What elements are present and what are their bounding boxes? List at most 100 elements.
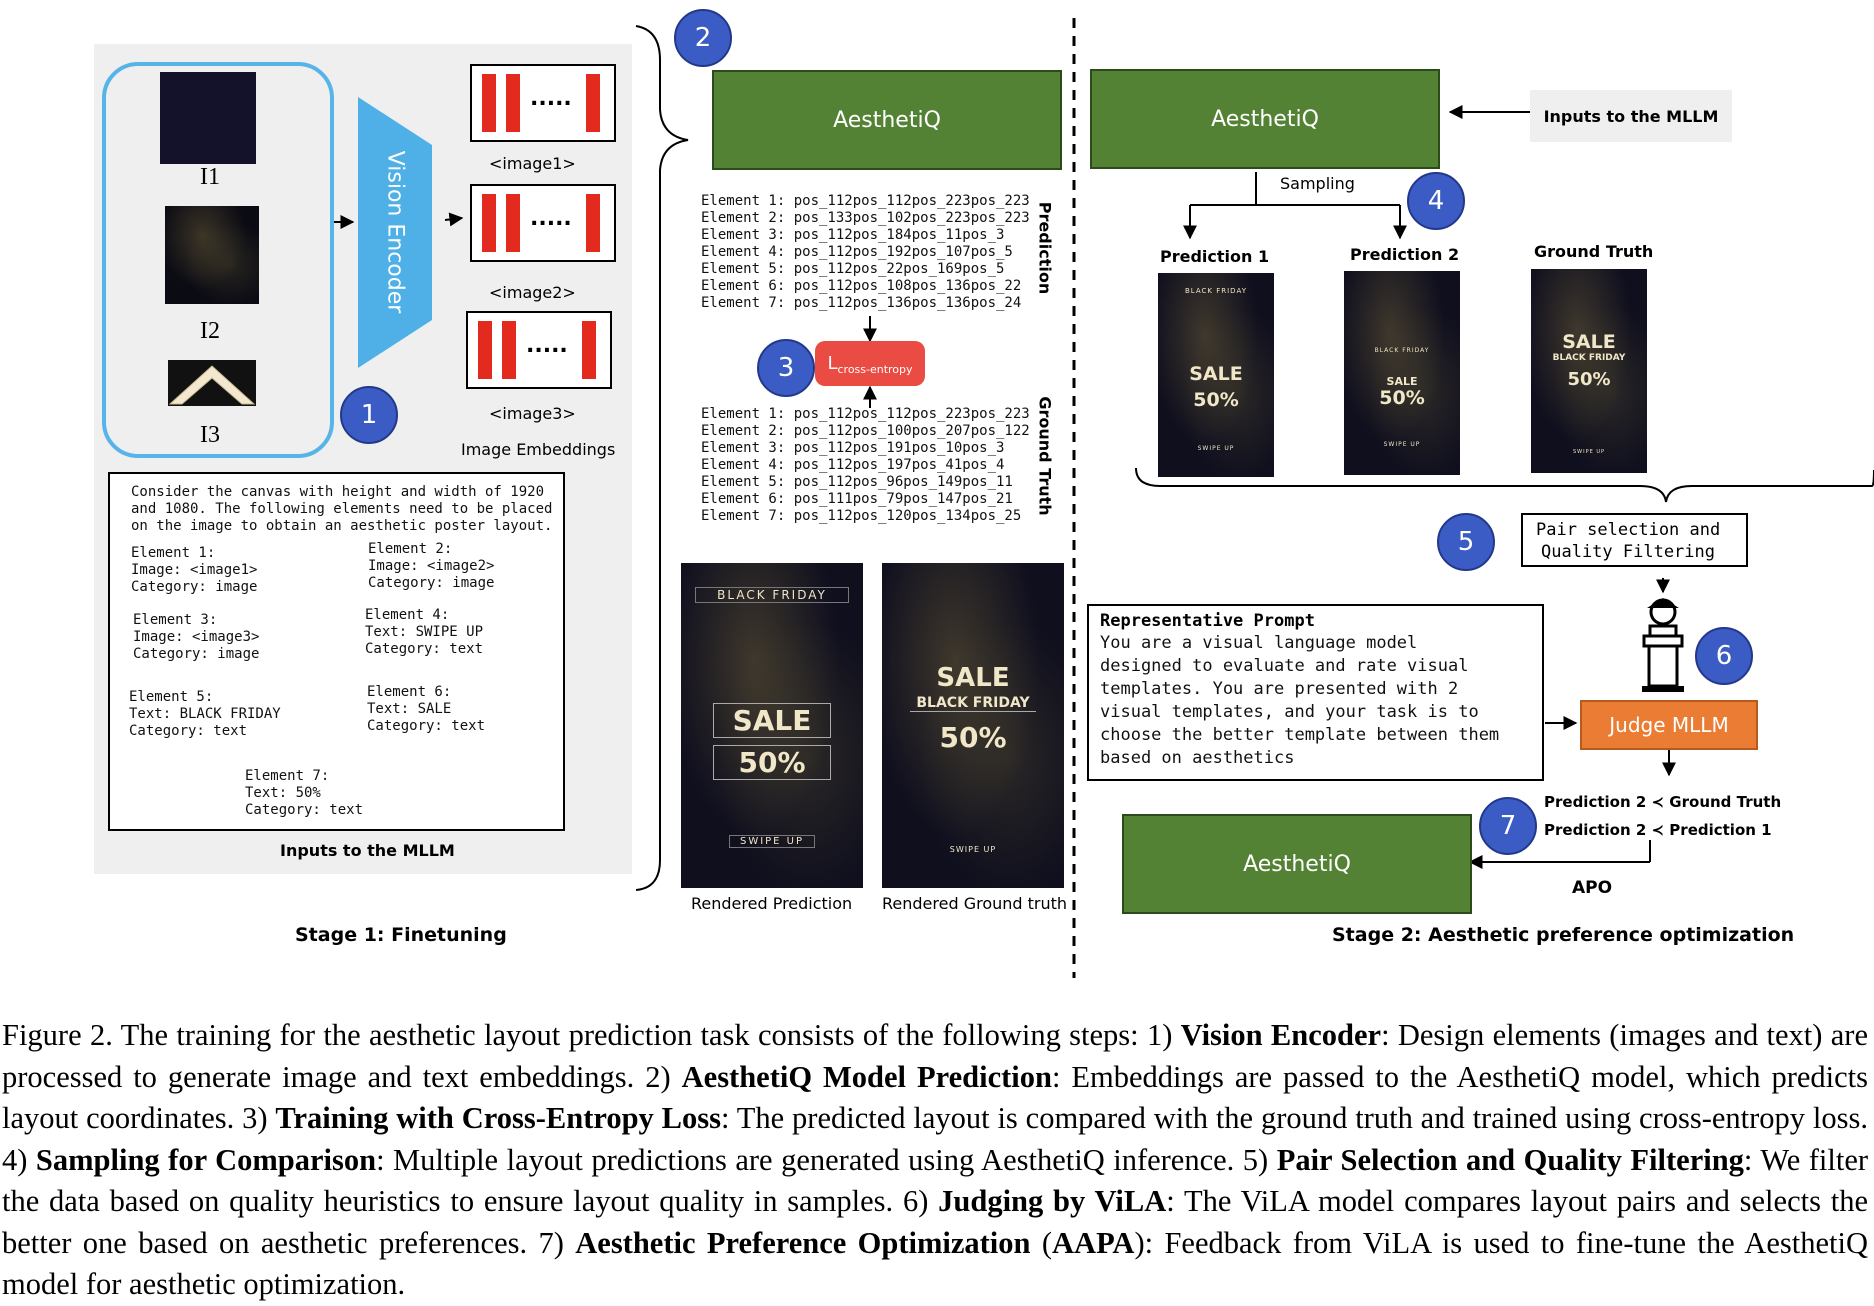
pair-selection-line: Quality Filtering bbox=[1541, 542, 1715, 562]
rep-prompt-line: You are a visual language model bbox=[1100, 633, 1418, 653]
ground-truth-line: Element 3: pos_112pos_191pos_10pos_3 bbox=[701, 440, 1005, 456]
image2-label: I2 bbox=[200, 318, 220, 344]
prompt-header-line: Consider the canvas with height and widt… bbox=[131, 484, 545, 500]
poster-black-friday: BLACK FRIDAY bbox=[1374, 347, 1430, 354]
prediction-line: Element 2: pos_133pos_102pos_223pos_223 bbox=[701, 210, 1030, 226]
caption-step-title: Pair Selection and Quality Filtering bbox=[1276, 1142, 1744, 1177]
embedding3-label: <image3> bbox=[489, 404, 576, 423]
apo-label: APO bbox=[1572, 878, 1613, 898]
element2-line: Element 2: bbox=[368, 541, 453, 557]
caption-step-title: Aesthetic Preference Optimization bbox=[575, 1225, 1031, 1260]
embedding1-label: <image1> bbox=[489, 154, 576, 173]
ground-truth-line: Element 1: pos_112pos_112pos_223pos_223 bbox=[701, 406, 1030, 422]
element4-line: Text: SWIPE UP bbox=[365, 624, 484, 640]
poster-sale: SALE bbox=[713, 703, 831, 738]
step7-badge: 7 bbox=[1479, 797, 1537, 855]
poster-sale: SALE bbox=[1189, 363, 1243, 385]
ground-truth-line: Element 4: pos_112pos_197pos_41pos_4 bbox=[701, 457, 1005, 473]
rep-prompt-line: templates. You are presented with 2 bbox=[1100, 679, 1459, 699]
element4-line: Category: text bbox=[365, 641, 484, 657]
poster-pct: 50% bbox=[1193, 389, 1239, 411]
sample-brace bbox=[1135, 467, 1872, 503]
step3-badge: 3 bbox=[757, 339, 815, 397]
stage1-inputs-label: Inputs to the MLLM bbox=[280, 841, 455, 860]
element1-line: Image: <image1> bbox=[131, 562, 258, 578]
element5-line: Text: BLACK FRIDAY bbox=[129, 706, 281, 722]
caption-step-title: Vision Encoder bbox=[1180, 1018, 1382, 1052]
vision-encoder-shape bbox=[358, 97, 432, 368]
rendered-ground-truth-poster: SALE BLACK FRIDAY 50% SWIPE UP bbox=[882, 563, 1064, 888]
caption-step-title: Sampling for Comparison bbox=[35, 1142, 377, 1177]
poster-sale: SALE bbox=[936, 663, 1010, 693]
rendered-ground-truth-label: Rendered Ground truth bbox=[882, 894, 1068, 913]
embedding1: ..... bbox=[470, 64, 616, 142]
pair-selection-frame bbox=[1521, 513, 1748, 567]
element4-line: Element 4: bbox=[365, 607, 450, 623]
ground-truth-side-label: Ground Truth bbox=[1035, 396, 1055, 516]
ground-truth-label: Ground Truth bbox=[1534, 242, 1654, 261]
element2-line: Image: <image2> bbox=[368, 558, 495, 574]
step4-badge: 4 bbox=[1407, 172, 1465, 230]
prompt-header-line: on the image to obtain an aesthetic post… bbox=[131, 518, 553, 534]
ground-truth-line: Element 6: pos_111pos_79pos_147pos_21 bbox=[701, 491, 1013, 507]
poster-sale: SALE bbox=[1386, 375, 1418, 388]
preference-pair-2: Prediction 2 ≺ Prediction 1 bbox=[1544, 821, 1772, 839]
prediction-line: Element 6: pos_112pos_108pos_136pos_22 bbox=[701, 278, 1022, 294]
element7-line: Element 7: bbox=[245, 768, 330, 784]
image-embeddings-label: Image Embeddings bbox=[461, 440, 616, 459]
element5-line: Category: text bbox=[129, 723, 248, 739]
poster-swipe-up: SWIPE UP bbox=[1197, 445, 1235, 452]
step6-badge: 6 bbox=[1695, 627, 1753, 685]
step1-badge: 1 bbox=[340, 386, 398, 444]
sampling-label: Sampling bbox=[1280, 174, 1355, 193]
loss-subscript: cross-entropy bbox=[837, 363, 913, 376]
image3-label: I3 bbox=[200, 422, 220, 448]
ground-truth-line: Element 7: pos_112pos_120pos_134pos_25 bbox=[701, 508, 1022, 524]
poster-pct: 50% bbox=[713, 745, 831, 780]
embedding2: ..... bbox=[470, 184, 616, 262]
prediction1-poster: BLACK FRIDAY SALE 50% SWIPE UP bbox=[1158, 273, 1274, 477]
ground-truth-line: Element 2: pos_112pos_100pos_207pos_122 bbox=[701, 423, 1030, 439]
caption-step-title: Training with Cross-Entropy Loss bbox=[275, 1101, 721, 1135]
judge-person-icon bbox=[1642, 598, 1684, 692]
image2-thumbnail bbox=[165, 206, 259, 304]
figure-caption: Figure 2. The training for the aesthetic… bbox=[2, 1018, 1869, 1301]
ground-truth-line: Element 5: pos_112pos_96pos_149pos_11 bbox=[701, 474, 1013, 490]
poster-swipe-up: SWIPE UP bbox=[729, 835, 815, 848]
image-group-frame bbox=[102, 62, 334, 458]
prediction-line: Element 7: pos_112pos_136pos_136pos_24 bbox=[701, 295, 1022, 311]
judge-mllm-label: Judge MLLM bbox=[1609, 713, 1729, 737]
ground-truth-poster: SALE BLACK FRIDAY 50% SWIPE UP bbox=[1531, 269, 1647, 473]
rep-prompt-frame bbox=[1087, 604, 1544, 781]
element1-line: Element 1: bbox=[131, 545, 216, 561]
element2-line: Category: image bbox=[368, 575, 495, 591]
poster-pct: 50% bbox=[939, 721, 1007, 754]
prompt-header-line: and 1080. The following elements need to… bbox=[131, 501, 553, 517]
aesthetiq-model-stage2-top: AesthetiQ bbox=[1090, 69, 1440, 169]
poster-swipe-up: SWIPE UP bbox=[949, 845, 997, 854]
caption-abbr: AAPA bbox=[1052, 1225, 1135, 1260]
prediction-line: Element 5: pos_112pos_22pos_169pos_5 bbox=[701, 261, 1005, 277]
element5-line: Element 5: bbox=[129, 689, 214, 705]
prediction1-label: Prediction 1 bbox=[1160, 247, 1270, 266]
prediction-side-label: Prediction bbox=[1035, 201, 1055, 295]
prediction2-poster: BLACK FRIDAY SALE 50% SWIPE UP bbox=[1344, 271, 1460, 475]
rep-prompt-line: designed to evaluate and rate visual bbox=[1100, 656, 1469, 676]
rendered-prediction-poster: BLACK FRIDAY SALE 50% SWIPE UP bbox=[681, 563, 863, 888]
element6-line: Text: SALE bbox=[367, 701, 452, 717]
caption-step-title: Judging by ViLA bbox=[938, 1184, 1167, 1218]
element3-line: Image: <image3> bbox=[133, 629, 260, 645]
rep-prompt-line: choose the better template between them bbox=[1100, 725, 1500, 745]
poster-swipe-up: SWIPE UP bbox=[1572, 449, 1606, 455]
poster-black-friday: BLACK FRIDAY bbox=[1185, 287, 1247, 295]
judge-mllm-box: Judge MLLM bbox=[1580, 700, 1758, 750]
prompt-box-frame bbox=[108, 472, 565, 831]
embedding3: ..... bbox=[466, 311, 612, 389]
element3-line: Category: image bbox=[133, 646, 260, 662]
poster-black-friday: BLACK FRIDAY bbox=[695, 587, 849, 603]
prediction-line: Element 3: pos_112pos_184pos_11pos_3 bbox=[701, 227, 1005, 243]
image3-thumbnail bbox=[168, 360, 256, 406]
prediction2-label: Prediction 2 bbox=[1350, 245, 1460, 264]
